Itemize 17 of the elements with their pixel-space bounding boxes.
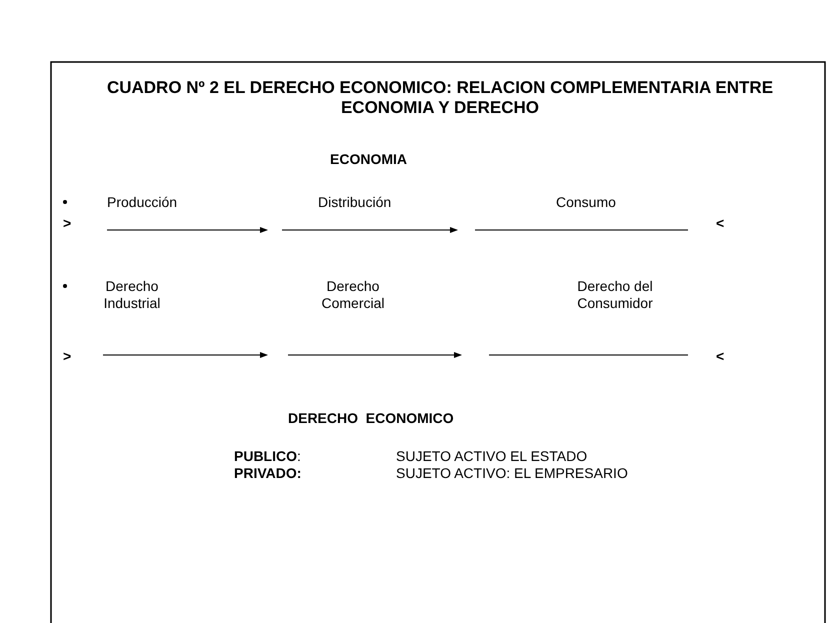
bracket-sign: < — [716, 348, 724, 365]
branch-label: Derecho Industrial — [102, 278, 162, 312]
branch-label: Derecho Comercial — [320, 278, 386, 312]
description-text: SUJETO ACTIVO EL ESTADO — [396, 448, 588, 465]
section-heading: ECONOMIA — [330, 151, 407, 168]
branch-label: Derecho del Consumidor — [576, 278, 654, 312]
section-heading: DERECHO ECONOMICO — [288, 410, 454, 427]
description-text: SUJETO ACTIVO: EL EMPRESARIO — [396, 465, 628, 482]
title: CUADRO Nº 2 EL DERECHO ECONOMICO: RELACION COMPLEMENTARIA ENTRE ECONOMIA Y DERECHO — [106, 78, 774, 118]
stage-label: Consumo — [556, 194, 616, 211]
stage-label: Producción — [107, 194, 178, 211]
bracket-sign: > — [63, 215, 72, 232]
category-label: PUBLICO: — [234, 448, 301, 465]
category-label: PRIVADO: — [234, 465, 302, 482]
bracket-sign: > — [63, 348, 72, 365]
stage-label: Distribución — [318, 194, 392, 211]
bracket-sign: < — [716, 215, 724, 232]
